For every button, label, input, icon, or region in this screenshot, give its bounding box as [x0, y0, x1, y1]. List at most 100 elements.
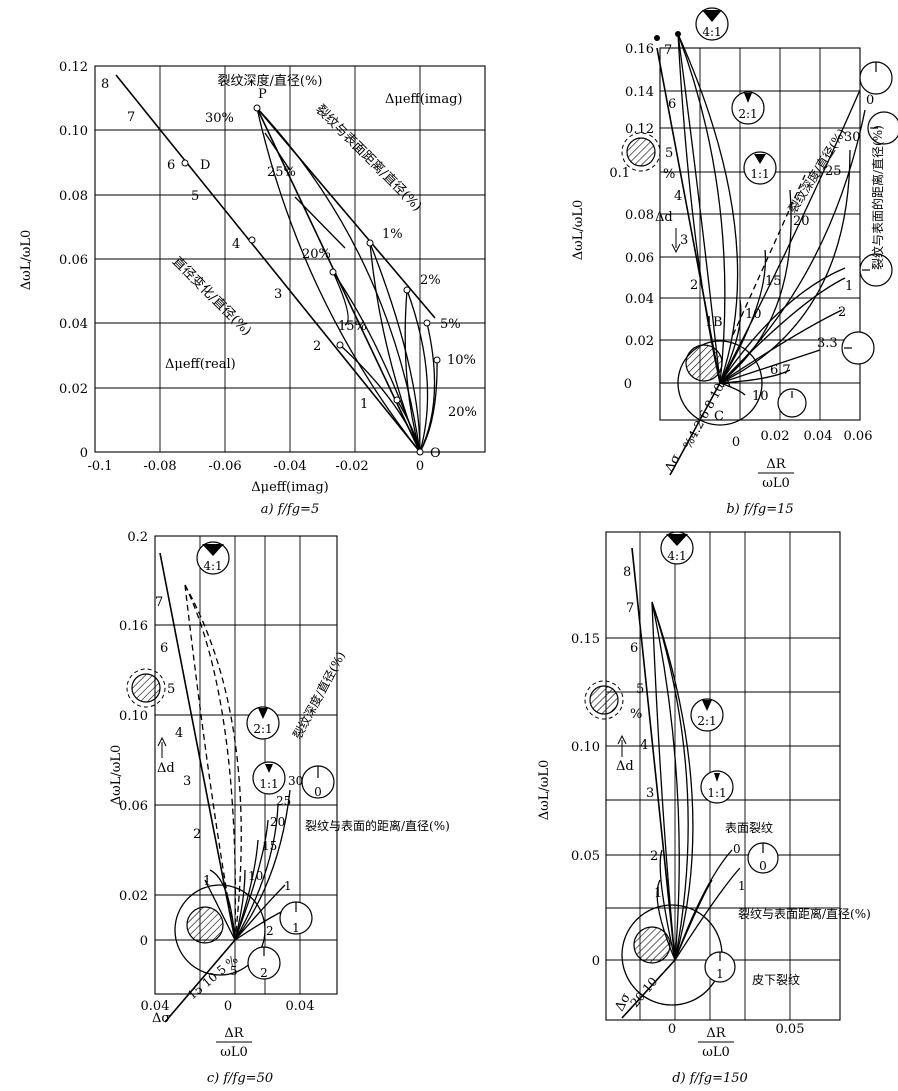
panel-d-curve: [651, 601, 689, 961]
panel-c-ratio-11: 1:1: [252, 761, 286, 795]
panel-a-diam-mark: 2: [313, 339, 321, 354]
panel-b-frame: [659, 47, 861, 421]
panel-b-ytick: 0.14: [625, 85, 654, 100]
panel-d-side-dashed: [584, 680, 624, 720]
panel-b-mark: 6: [668, 97, 676, 112]
panel-a-surface-mark: 10%: [447, 353, 476, 368]
panel-d-ratio-11: 1:1: [700, 770, 734, 804]
panel-a-xtick: -0.06: [208, 459, 241, 474]
panel-d-diameter-line: [631, 547, 676, 961]
panel-b-curve: [719, 369, 791, 384]
panel-a-diam-mark: 5: [191, 189, 199, 204]
svg-text:2:1: 2:1: [738, 107, 757, 121]
panel-b-dot: [675, 31, 681, 37]
panel-b-depth-val: 0: [866, 93, 874, 108]
panel-b-ytick: 0.12: [625, 122, 654, 137]
panel-c-dd-label: Δd: [157, 761, 175, 776]
panel-c-curve: [204, 879, 236, 941]
panel-b-open-circle: [841, 331, 875, 365]
panel-a-diam-mark: 6: [167, 158, 175, 173]
panel-a-xtick: -0.02: [335, 459, 368, 474]
panel-c-diameter-line: [159, 552, 236, 941]
panel-c-circle-0: 0: [301, 765, 335, 799]
panel-d-mark: 7: [626, 601, 634, 616]
panel-a-ytick: 0.10: [59, 124, 88, 139]
panel-b-curve: [719, 382, 746, 396]
panel-d-ytick: 0.05: [571, 849, 600, 864]
panel-b-ratio-21: 2:1: [731, 91, 765, 125]
svg-text:2: 2: [260, 966, 268, 980]
panel-d-ytick: 0.15: [571, 632, 600, 647]
panel-b-curve: [719, 149, 851, 384]
panel-b-curve: [677, 33, 739, 384]
panel-b-open-circle: [777, 388, 807, 418]
panel-a-real-label: Δμeff(real): [165, 357, 236, 372]
panel-d-circle-1: 1: [704, 951, 736, 983]
panel-d-frame: [605, 531, 841, 1021]
panel-c-depth-val: 5: [230, 964, 238, 978]
panel-a-surface-mark: 5%: [440, 317, 461, 332]
panel-d-sigma-line: [621, 959, 676, 1019]
panel-c-xlabel: ωL0: [220, 1045, 248, 1060]
panel-c-curve: [234, 884, 286, 941]
panel-d-curve: [651, 601, 676, 961]
panel-b-xtick: 0.04: [804, 429, 833, 444]
panel-c: 0.2 0.16 0.10 0.06 0.02 0 0.04 0 0.04 ΔR…: [109, 530, 450, 1086]
panel-b-sigma-line: [669, 382, 721, 476]
panel-c-curve: [209, 869, 236, 941]
panel-b-curve: [719, 299, 742, 384]
panel-a-diam-mark: 1: [360, 397, 368, 412]
panel-a-imag-label: Δμeff(imag): [385, 92, 462, 107]
panel-a-surface-label: 裂纹与表面距离/直径(%): [312, 102, 425, 215]
panel-c-mark-2: 2: [266, 924, 274, 938]
panel-c-mark: 1: [203, 874, 211, 889]
panel-b-xlabel: ΔR: [766, 457, 786, 472]
panel-a-ytick: 0.02: [59, 382, 88, 397]
panel-d-circle-0: 0: [747, 842, 779, 874]
panel-c-ytick: 0.10: [119, 709, 148, 724]
panel-a-depth-mark: 25%: [267, 165, 296, 180]
panel-a-depth-mark: 20%: [302, 247, 331, 262]
panel-c-curve: [234, 819, 269, 941]
panel-b-depth-val: 25: [825, 164, 842, 179]
panel-a-point-label: D: [200, 158, 210, 173]
panel-d-mark: 4: [640, 738, 648, 753]
panel-a-surface-mark: 20%: [448, 405, 477, 420]
panel-c-depth-val: 25: [276, 794, 291, 808]
panel-c-sigma-line: [164, 939, 236, 1023]
panel-c-dashed-curve: [184, 584, 236, 941]
svg-text:0: 0: [314, 785, 322, 799]
panel-b-big-circle: [677, 340, 763, 426]
panel-b-mark: 1: [705, 315, 713, 330]
panel-b-side-hatched: [626, 137, 656, 167]
svg-text:2:1: 2:1: [253, 722, 272, 736]
panel-c-xlabel: ΔR: [224, 1026, 244, 1041]
panel-a-xtick: -0.1: [87, 459, 112, 474]
svg-text:1: 1: [716, 967, 724, 981]
panel-b-mark: %: [663, 167, 675, 182]
panel-c-ytick: 0.16: [119, 619, 148, 634]
panel-c-circle-2: 2: [247, 946, 281, 980]
svg-text:1:1: 1:1: [750, 167, 769, 181]
svg-text:1: 1: [292, 921, 300, 935]
panel-a-curve: [294, 196, 346, 249]
panel-c-mark-1: 1: [284, 879, 292, 893]
panel-b-mark: 5: [665, 146, 673, 161]
panel-a-curve: [264, 132, 291, 171]
svg-text:1:1: 1:1: [259, 777, 278, 791]
panel-b-xtick: 0: [732, 435, 740, 450]
panel-d-curve: [656, 879, 676, 961]
panel-a-curve: [396, 399, 421, 453]
panel-a-node: [433, 356, 441, 364]
panel-a-grid: [95, 66, 485, 452]
panel-b-curve: [719, 267, 846, 384]
panel-a-node: [329, 268, 337, 276]
panel-b-mark: 3: [680, 233, 688, 248]
panel-a-curve: [256, 107, 421, 453]
panel-a-curve: [332, 271, 349, 326]
panel-b-mark: 2: [690, 278, 698, 293]
panel-d-hatched-circle: [633, 926, 671, 964]
panel-b-ytick: 0.1: [609, 166, 630, 181]
panel-a-node: [416, 448, 424, 456]
panel-b-point-label: B: [713, 315, 723, 330]
